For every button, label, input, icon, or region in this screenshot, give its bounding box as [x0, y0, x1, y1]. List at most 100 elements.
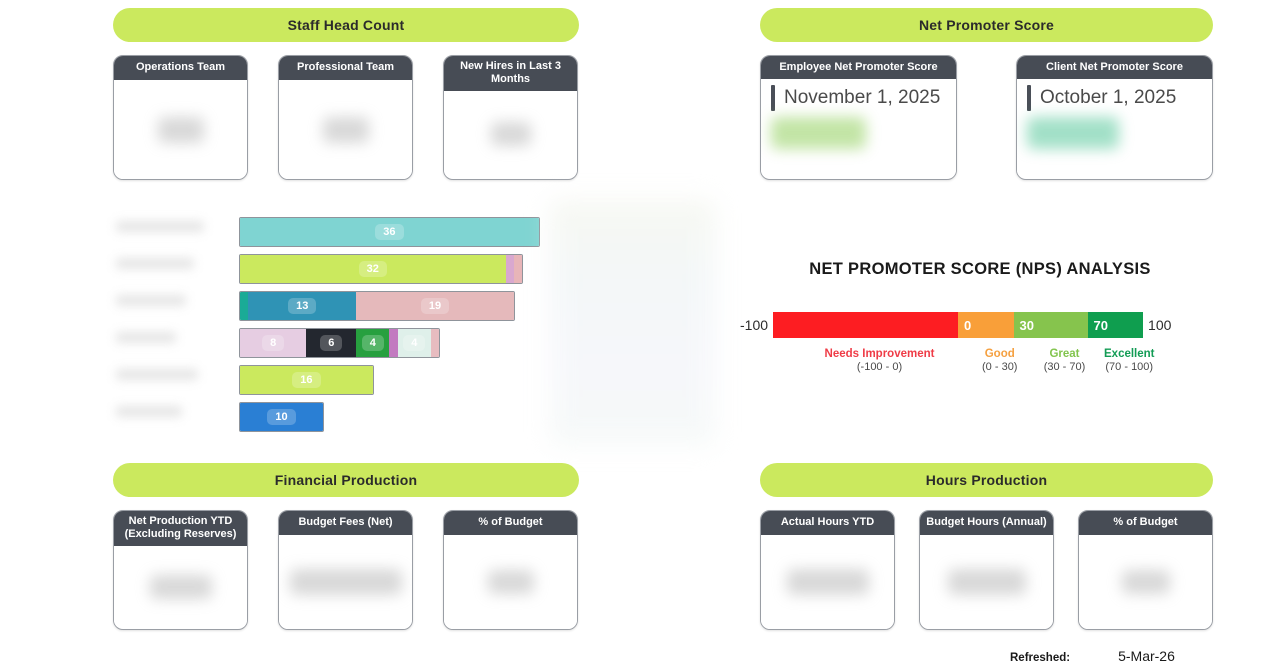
gauge-tick-0: 0: [964, 317, 972, 333]
chart-bar-row: 36: [239, 217, 540, 247]
gauge-band-excellent: 70: [1087, 312, 1144, 338]
redacted-category-label: [116, 332, 176, 343]
kpi-title-budget-hours-annual: Budget Hours (Annual): [920, 511, 1053, 535]
staff-breakdown-chart: 36 32 13 19 8 6 4 4 16 10: [110, 195, 720, 445]
redacted-value: [947, 569, 1026, 595]
gauge-band-needs-improvement: [773, 312, 959, 338]
chart-bar-segment: 4: [397, 329, 431, 357]
redacted-category-label: [116, 369, 198, 380]
chart-bar-row: 10: [239, 402, 324, 432]
redacted-value: [289, 569, 402, 595]
gauge-band-range: (30 - 70): [1043, 361, 1086, 373]
kpi-value-new-hires: [444, 91, 577, 177]
kpi-value-percent-of-budget-hours: [1079, 535, 1212, 629]
nps-card-client[interactable]: Client Net Promoter Score October 1, 202…: [1016, 55, 1213, 180]
kpi-value-budget-hours-annual: [920, 535, 1053, 629]
chart-bar-row: 32: [239, 254, 524, 284]
kpi-card-budget-fees-net[interactable]: Budget Fees (Net): [278, 510, 413, 630]
gauge-min-label: -100: [740, 317, 769, 333]
gauge-tick-30: 30: [1019, 317, 1034, 333]
redacted-value: [487, 570, 534, 594]
nps-date-row-employee: November 1, 2025: [761, 79, 956, 111]
kpi-card-budget-hours-annual[interactable]: Budget Hours (Annual): [919, 510, 1054, 630]
kpi-card-actual-hours-ytd[interactable]: Actual Hours YTD: [760, 510, 895, 630]
accent-bar-icon: [771, 85, 775, 111]
redacted-value: [1027, 117, 1119, 149]
nps-card-employee[interactable]: Employee Net Promoter Score November 1, …: [760, 55, 957, 180]
chart-bars: 36 32 13 19 8 6 4 4 16 10: [239, 195, 719, 445]
kpi-card-percent-of-budget-financial[interactable]: % of Budget: [443, 510, 578, 630]
redacted-chart-legend: [550, 200, 715, 445]
kpi-value-budget-fees-net: [279, 535, 412, 629]
redacted-category-label: [116, 406, 182, 417]
nps-date-client: October 1, 2025: [1040, 87, 1177, 108]
gauge-label-great: Great(30 - 70): [1028, 347, 1102, 374]
kpi-card-net-production-ytd[interactable]: Net Production YTD (Excluding Reserves): [113, 510, 248, 630]
chart-bar-value-label: 8: [262, 335, 285, 351]
chart-bar-value-label: 36: [375, 224, 404, 240]
gauge-band-range: (0 - 30): [982, 361, 1018, 373]
kpi-card-new-hires[interactable]: New Hires in Last 3 Months: [443, 55, 578, 180]
nps-date-row-client: October 1, 2025: [1017, 79, 1212, 111]
chart-bar-segment: [389, 329, 398, 357]
kpi-title-new-hires: New Hires in Last 3 Months: [444, 56, 577, 91]
chart-bar-segment: 10: [240, 403, 323, 431]
kpi-title-percent-of-budget-hours: % of Budget: [1079, 511, 1212, 535]
banner-staff-head-count: Staff Head Count: [113, 8, 579, 42]
gauge-label-needs-improvement: Needs Improvement(-100 - 0): [787, 347, 972, 374]
nps-analysis-title: NET PROMOTER SCORE (NPS) ANALYSIS: [809, 260, 1151, 278]
chart-bar-segment: [240, 292, 249, 320]
kpi-title-professional-team: Professional Team: [279, 56, 412, 80]
kpi-value-net-production-ytd: [114, 546, 247, 627]
kpi-value-operations-team: [114, 80, 247, 179]
chart-bar-value-label: 6: [320, 335, 343, 351]
footer-refreshed: Refreshed: 5-Mar-26: [1010, 648, 1250, 664]
banner-financial-production: Financial Production: [113, 463, 579, 497]
redacted-value: [157, 116, 204, 143]
kpi-value-professional-team: [279, 80, 412, 179]
nps-body-employee: November 1, 2025: [761, 79, 956, 178]
nps-date-employee: November 1, 2025: [784, 87, 941, 108]
kpi-card-professional-team[interactable]: Professional Team: [278, 55, 413, 180]
gauge-band-labels: Needs Improvement(-100 - 0)Good(0 - 30)G…: [740, 347, 1220, 387]
gauge-band-range: (70 - 100): [1105, 361, 1154, 373]
redacted-category-label: [116, 258, 194, 269]
refreshed-label: Refreshed:: [1010, 652, 1071, 664]
chart-bar-value-label: 4: [361, 335, 384, 351]
kpi-title-budget-fees-net: Budget Fees (Net): [279, 511, 412, 535]
kpi-title-actual-hours-ytd: Actual Hours YTD: [761, 511, 894, 535]
nps-title-client: Client Net Promoter Score: [1017, 56, 1212, 79]
chart-bar-value-label: 13: [288, 298, 317, 314]
redacted-value: [786, 569, 869, 595]
refreshed-value: 5-Mar-26: [1118, 648, 1175, 664]
chart-bar-segment: 19: [356, 292, 514, 320]
chart-bar-value-label: 4: [403, 335, 426, 351]
chart-bar-segment: [430, 329, 440, 357]
chart-bar-segment: 4: [356, 329, 390, 357]
redacted-value: [771, 117, 866, 149]
kpi-title-percent-of-budget-financial: % of Budget: [444, 511, 577, 535]
chart-bar-row: 16: [239, 365, 374, 395]
chart-bar-value-label: 19: [420, 298, 450, 314]
redacted-value: [149, 574, 212, 599]
kpi-card-operations-team[interactable]: Operations Team: [113, 55, 248, 180]
gauge-band-name: Excellent: [1104, 348, 1155, 360]
chart-bar-value-label: 16: [292, 372, 321, 388]
banner-net-promoter-score: Net Promoter Score: [760, 8, 1213, 42]
chart-bar-segment: 6: [306, 329, 357, 357]
kpi-value-actual-hours-ytd: [761, 535, 894, 629]
kpi-card-percent-of-budget-hours[interactable]: % of Budget: [1078, 510, 1213, 630]
kpi-title-operations-team: Operations Team: [114, 56, 247, 80]
nps-title-employee: Employee Net Promoter Score: [761, 56, 956, 79]
chart-bar-segment: 32: [240, 255, 506, 283]
accent-bar-icon: [1027, 85, 1031, 111]
gauge-label-good: Good(0 - 30): [972, 347, 1028, 374]
redacted-value: [1121, 570, 1170, 594]
gauge-band-name: Needs Improvement: [824, 348, 935, 360]
nps-body-client: October 1, 2025: [1017, 79, 1212, 178]
gauge-band-great: 30: [1013, 312, 1088, 338]
chart-bar-value-label: 10: [267, 409, 296, 425]
redacted-category-label: [116, 221, 204, 232]
